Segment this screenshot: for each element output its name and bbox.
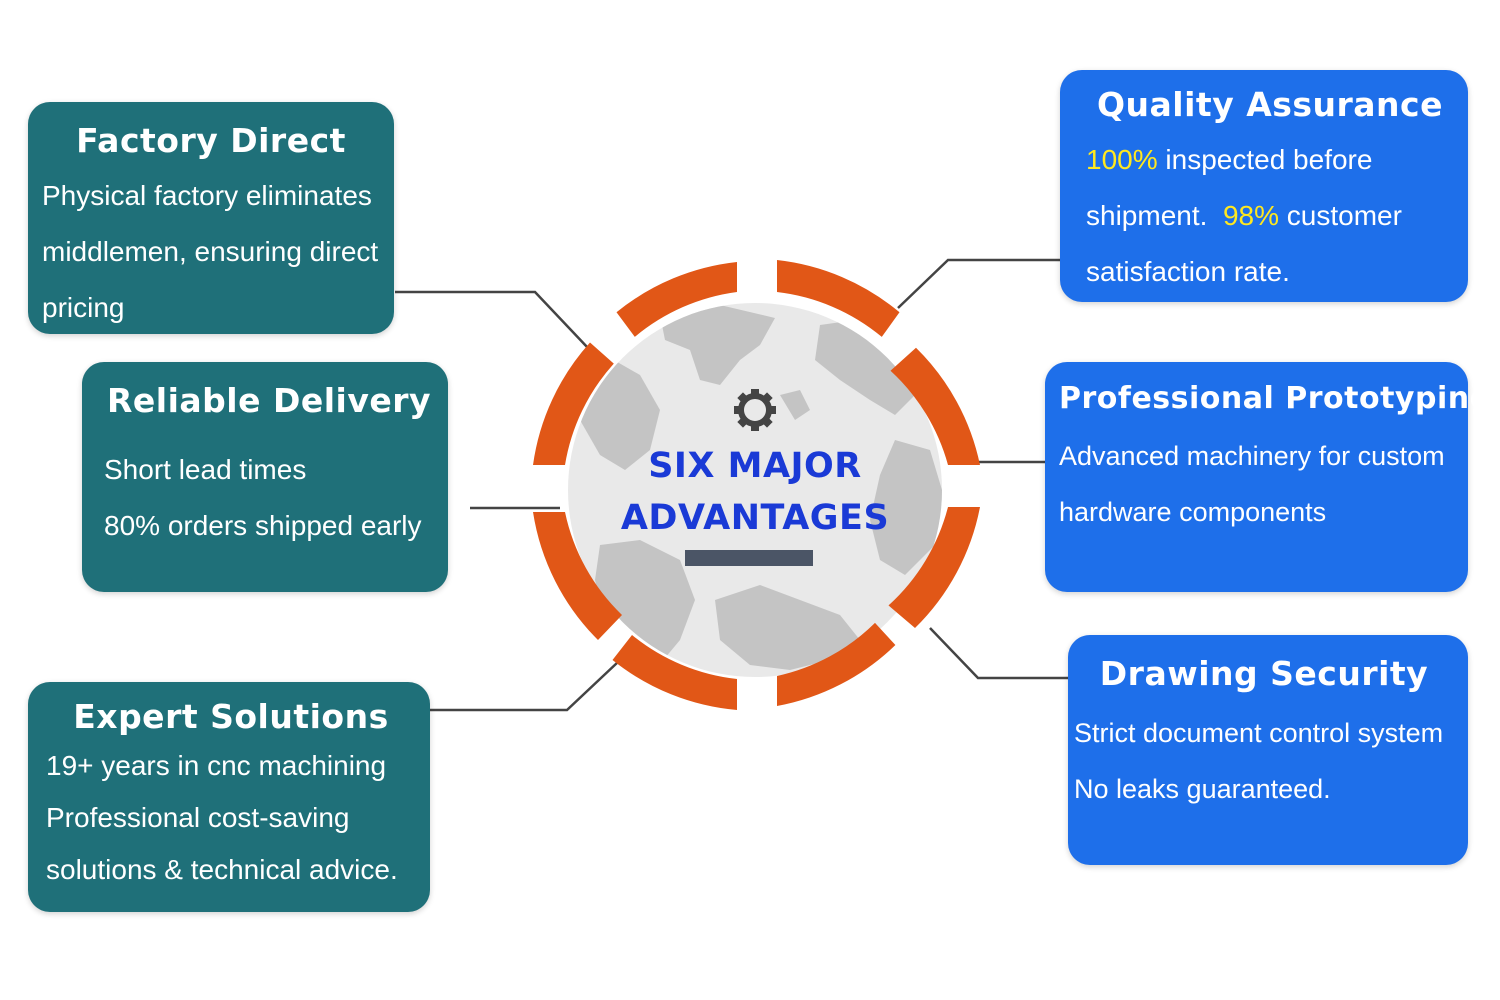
card-line: No leaks guaranteed. xyxy=(1074,774,1331,804)
center-title-line1: SIX MAJOR xyxy=(648,446,862,486)
segmented-ring xyxy=(533,260,980,710)
card-professional-prototyping: Professional Prototyping Advanced machin… xyxy=(1045,362,1492,592)
card-line: solutions & technical advice. xyxy=(46,854,398,885)
ring-segment xyxy=(777,622,896,706)
card-line: Professional cost-saving xyxy=(46,802,350,833)
card-quality-assurance: Quality Assurance 100% inspected before … xyxy=(1060,70,1468,302)
card-factory-direct: Factory Direct Physical factory eliminat… xyxy=(28,102,394,334)
ring-segment xyxy=(777,260,900,337)
card-title: Professional Prototyping xyxy=(1059,381,1492,416)
card-line: pricing xyxy=(42,292,125,323)
ring-segment xyxy=(890,347,980,465)
card-line: Strict document control system xyxy=(1074,718,1444,748)
ring-segment xyxy=(612,635,737,710)
card-drawing-security: Drawing Security Strict document control… xyxy=(1068,635,1468,865)
card-line: Physical factory eliminates xyxy=(42,180,372,211)
card-reliable-delivery: Reliable Delivery Short lead times 80% o… xyxy=(82,362,448,592)
ring-segment xyxy=(616,262,737,337)
highlight-percent: 100% xyxy=(1086,144,1158,175)
highlight-percent: 98% xyxy=(1222,200,1279,231)
connector-quality-assurance xyxy=(897,258,1060,309)
card-line: 80% orders shipped early xyxy=(104,510,422,541)
gear-icon xyxy=(734,389,776,431)
connector-drawing-security xyxy=(929,627,1068,680)
card-text: customer xyxy=(1279,200,1402,231)
card-text: shipment. xyxy=(1086,200,1223,231)
center-title-line2: ADVANTAGES xyxy=(620,498,890,538)
card-text: inspected before xyxy=(1157,144,1373,175)
card-line: satisfaction rate. xyxy=(1086,256,1290,287)
card-title: Quality Assurance xyxy=(1096,85,1443,124)
ring-segment xyxy=(888,507,980,628)
card-line: Short lead times xyxy=(104,454,307,485)
card-line: middlemen, ensuring direct xyxy=(42,236,379,267)
title-underline-bar xyxy=(685,550,813,566)
card-line: 19+ years in cnc machining xyxy=(46,750,387,781)
card-title: Factory Direct xyxy=(76,121,346,160)
card-expert-solutions: Expert Solutions 19+ years in cnc machin… xyxy=(28,682,430,912)
ring-segment xyxy=(533,512,622,640)
card-line: Advanced machinery for custom xyxy=(1059,441,1445,471)
ring-segment xyxy=(533,342,614,465)
connector-expert-solutions xyxy=(430,661,619,712)
card-line: hardware components xyxy=(1059,497,1327,527)
card-line: 100% inspected before xyxy=(1086,132,1454,188)
card-title: Reliable Delivery xyxy=(106,381,432,420)
card-line: shipment. 98% customer xyxy=(1086,188,1454,244)
card-title: Drawing Security xyxy=(1099,654,1429,693)
connector-factory-direct xyxy=(395,290,589,349)
center-title: SIX MAJOR ADVANTAGES xyxy=(600,440,910,544)
card-title: Expert Solutions xyxy=(73,697,389,736)
